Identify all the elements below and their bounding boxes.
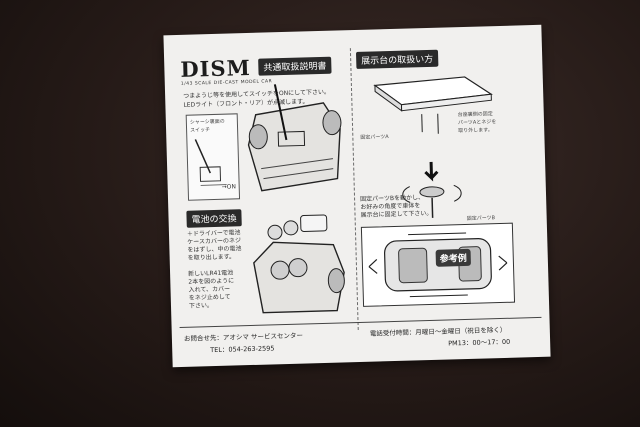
bottom-note-3: 取り外します。 [458, 127, 493, 135]
part-a-label: 固定パーツA [360, 134, 389, 141]
part-b-label: 固定パーツB [466, 215, 496, 222]
instruction-leaflet: DISM 1/43 SCALE DIE-CAST MODEL CAR 共通取扱説… [163, 24, 551, 368]
footer: お問合せ先：アオシマ サービスセンター TEL：054-263-2595 電話受… [179, 316, 543, 360]
brand-logo: DISM [180, 54, 252, 82]
display-title: 展示台の取扱い方 [355, 49, 439, 69]
battery-step1-4: を取り出します。 [187, 253, 236, 262]
inset-label-2: スイッチ [190, 127, 211, 134]
stand-diagram [373, 76, 493, 218]
fold-line [349, 48, 360, 331]
footer-tel: TEL：054-263-2595 [210, 344, 275, 355]
battery-step2-5: 下さい。 [188, 302, 214, 310]
switch-on-label: →ON [221, 183, 237, 191]
battery-title: 電池の交換 [186, 209, 242, 228]
reference-badge: 参考例 [435, 248, 472, 267]
footer-hours-time: PM13：00～17：00 [448, 337, 511, 348]
battery-illustration [253, 214, 345, 314]
footer-contact: お問合せ先：アオシマ サービスセンター [183, 331, 304, 343]
bottom-note-1: 台座裏側の固定 [457, 111, 493, 119]
bottom-note-2: パーツAとネジを [457, 119, 497, 127]
reference-example-box: 参考例 [360, 222, 516, 307]
inset-label-1: シャーシ裏面の [189, 118, 225, 126]
switch-inset: シャーシ裏面の スイッチ [185, 113, 241, 201]
car-underside-illustration [247, 84, 342, 192]
switch-diagram [194, 139, 227, 186]
manual-title: 共通取扱説明書 [258, 56, 332, 76]
